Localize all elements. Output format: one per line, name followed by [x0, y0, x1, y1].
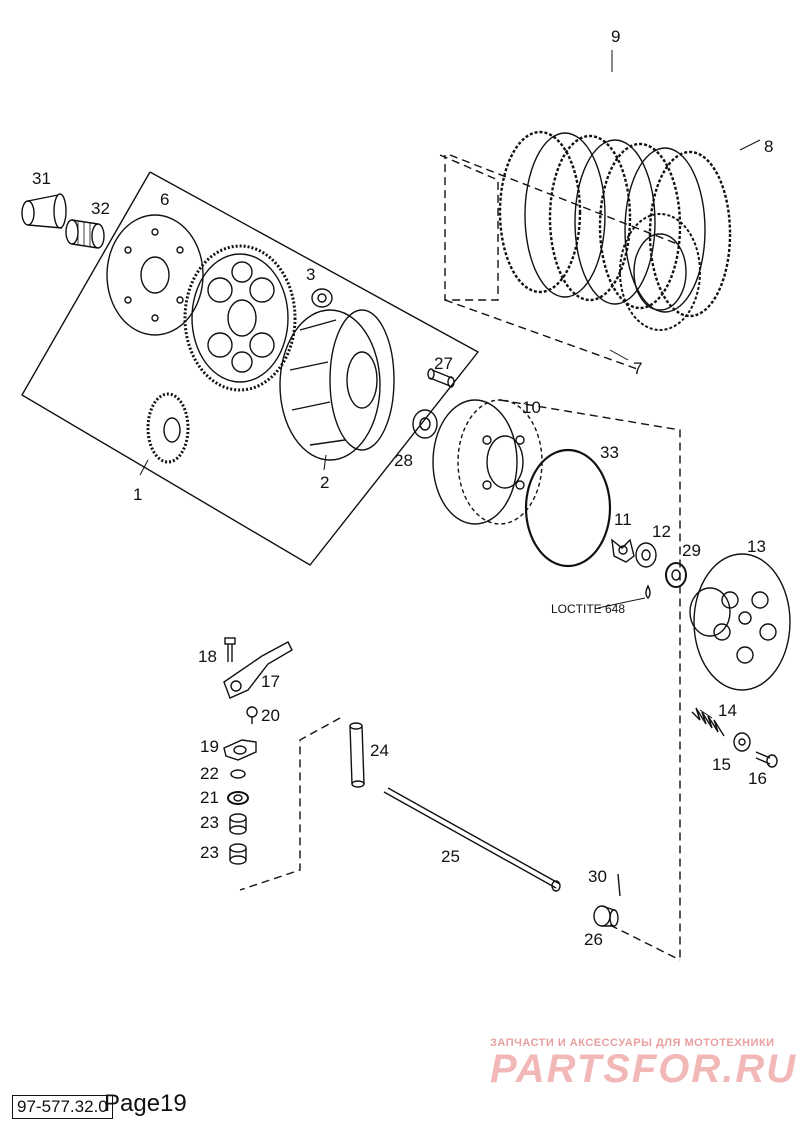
part-pressure-plate-13	[689, 553, 791, 691]
callout-1: 1	[133, 485, 142, 504]
part-release-lever-17	[223, 641, 293, 699]
callout-21: 21	[200, 788, 219, 807]
drawing-reference: 97-577.32.0	[12, 1095, 113, 1119]
group-frame-basket	[21, 171, 480, 566]
callout-3: 3	[306, 265, 315, 284]
part-washer-28	[412, 409, 438, 439]
part-bolt-18	[224, 637, 236, 662]
part-screw-20	[246, 706, 258, 724]
callout-25: 25	[441, 847, 460, 866]
part-nut-12	[635, 542, 657, 568]
part-thrust-washer-6	[106, 214, 204, 336]
part-pin-30	[617, 873, 621, 897]
part-gasket-19	[223, 739, 257, 761]
watermark-tagline: ЗАПЧАСТИ И АКСЕССУАРЫ ДЛЯ МОТОТЕХНИКИ	[490, 1037, 775, 1049]
part-bolt-16	[755, 751, 778, 768]
part-washer-3	[311, 288, 333, 308]
leader-lines	[139, 50, 761, 719]
callout-19: 19	[200, 737, 219, 756]
part-o-ring-22	[230, 769, 246, 779]
callout-2: 2	[320, 473, 329, 492]
part-clutch-basket-2	[279, 309, 395, 461]
callout-31: 31	[32, 169, 51, 188]
page-label: Page19	[104, 1090, 187, 1117]
callout-10: 10	[522, 398, 541, 417]
callout-20: 20	[261, 706, 280, 725]
callout-15: 15	[712, 755, 731, 774]
part-loctite-drop	[645, 584, 651, 599]
callout-27: 27	[434, 354, 453, 373]
group-frame-release	[239, 717, 341, 891]
loctite-note: LOCTITE 648	[551, 602, 625, 616]
callout-17: 17	[261, 672, 280, 691]
part-needle-bearing-32	[65, 219, 105, 249]
part-clutch-plates	[498, 130, 732, 331]
part-bushing-31	[21, 193, 67, 229]
callout-30: 30	[588, 867, 607, 886]
part-pressure-piece-26	[593, 905, 619, 927]
callout-9: 9	[611, 27, 620, 46]
part-o-ring-33	[524, 448, 612, 568]
callouts: 9 8 7 31 32 6 3 27 10 28 33 2 1 11 12 29…	[32, 27, 773, 949]
part-lock-washer-11	[611, 538, 635, 563]
callout-29: 29	[682, 541, 701, 560]
part-bushing-23a	[229, 813, 247, 835]
callout-12: 12	[652, 522, 671, 541]
callout-6: 6	[160, 190, 169, 209]
callout-11: 11	[614, 510, 632, 529]
part-release-shaft-24	[349, 722, 365, 788]
callout-33: 33	[600, 443, 619, 462]
part-pinion-gear	[146, 392, 190, 464]
callout-23a: 23	[200, 813, 219, 832]
part-seal-21	[227, 791, 249, 805]
callout-23b: 23	[200, 843, 219, 862]
callout-22: 22	[200, 764, 219, 783]
watermark-brand: PARTSFOR.RU	[490, 1047, 797, 1091]
callout-28: 28	[394, 451, 413, 470]
callout-24: 24	[370, 741, 389, 760]
callout-14: 14	[718, 701, 737, 720]
callout-8: 8	[764, 137, 773, 156]
callout-26: 26	[584, 930, 603, 949]
callout-16: 16	[748, 769, 767, 788]
part-spring-14	[691, 707, 725, 737]
callout-13: 13	[747, 537, 766, 556]
part-bearing-29	[665, 562, 687, 588]
part-push-rod-25	[383, 787, 561, 892]
part-washer-15	[733, 732, 751, 752]
callout-7: 7	[633, 359, 642, 378]
callout-32: 32	[91, 199, 110, 218]
part-pin-27	[427, 368, 455, 388]
part-bushing-23b	[229, 843, 247, 865]
callout-18: 18	[198, 647, 217, 666]
part-primary-gear	[183, 244, 297, 392]
group-frame-plates	[439, 154, 499, 301]
watermark-logo: ЗАПЧАСТИ И АКСЕССУАРЫ ДЛЯ МОТОТЕХНИКИ PA…	[490, 1037, 797, 1091]
